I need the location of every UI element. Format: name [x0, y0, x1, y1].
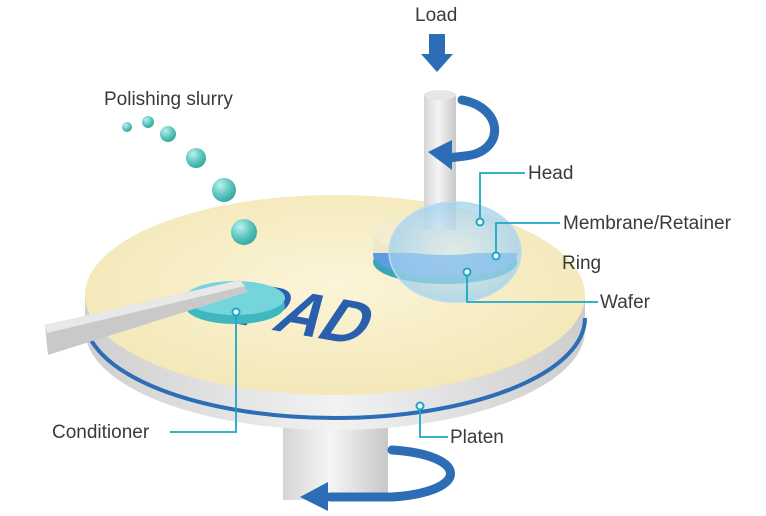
- platen-leader: [419, 406, 448, 438]
- wafer-label: Wafer: [600, 292, 650, 313]
- head-leader: [479, 172, 525, 222]
- polishing-slurry-label: Polishing slurry: [104, 89, 233, 110]
- load-label: Load: [415, 5, 458, 26]
- conditioner-leader: [170, 312, 237, 433]
- ring-label: Ring: [562, 253, 602, 274]
- platen-rim-line: [83, 317, 587, 420]
- leader-lines: [170, 172, 598, 438]
- head-rotation-arrowhead: [428, 140, 452, 170]
- head-magnifier-bubble: [388, 201, 522, 303]
- load-arrow-stem: [429, 34, 445, 56]
- load-arrow-icon: [421, 54, 453, 72]
- wafer-leader: [466, 272, 598, 303]
- conditioner-label: Conditioner: [52, 422, 150, 443]
- platen-rotation-arrow: [325, 445, 455, 502]
- head-label: Head: [528, 163, 574, 184]
- head-rotation-arrow: [443, 95, 500, 163]
- platen-label: Platen: [450, 427, 504, 448]
- conditioner-arm: [45, 280, 248, 355]
- leader-dots: [231, 217, 501, 411]
- slurry-droplets: [122, 116, 257, 245]
- membrane-leader: [495, 222, 560, 256]
- membrane-retainer-label: Membrane/Retainer: [563, 213, 731, 234]
- platen-rotation-arrowhead: [300, 482, 328, 511]
